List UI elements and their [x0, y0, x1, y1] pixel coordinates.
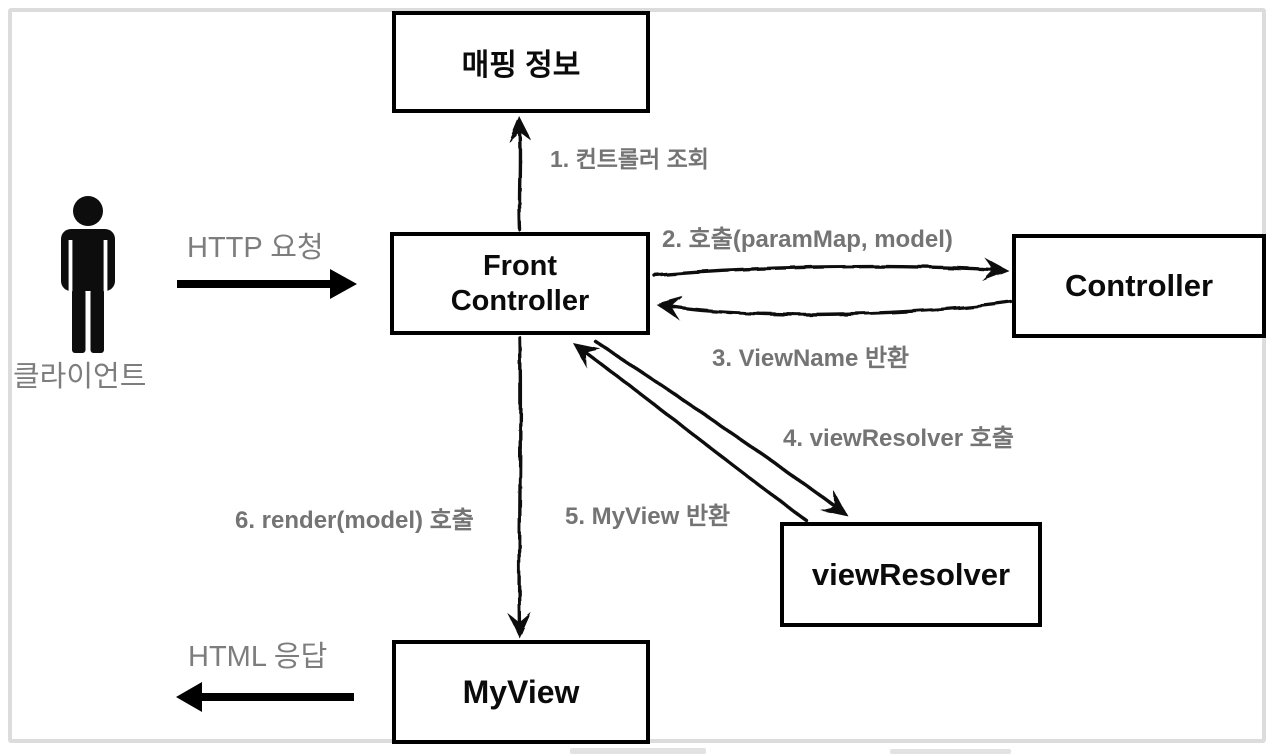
node-my-view-label: MyView [462, 673, 580, 710]
canvas-frame [8, 8, 1266, 743]
arrow-return-myview [572, 343, 809, 523]
person-icon [61, 196, 115, 353]
step-label-3: 3. ViewName 반환 [712, 345, 910, 372]
step-label-2: 2. 호출(paramMap, model) [662, 226, 953, 253]
step-label-1: 1. 컨트롤러 조회 [550, 146, 709, 172]
step-label-6: 6. render(model) 호출 [235, 507, 474, 534]
html-response-label: HTML 응답 [188, 641, 328, 673]
step-label-4: 4. viewResolver 호출 [783, 425, 1014, 452]
node-front-controller: Front Controller [390, 232, 650, 335]
node-view-resolver: viewResolver [780, 522, 1042, 627]
http-request-arrowhead [330, 269, 357, 299]
node-controller-label: Controller [1064, 268, 1214, 303]
arrow-return-viewname [656, 296, 1013, 321]
html-response-arrowhead [176, 682, 202, 712]
node-front-controller-label: Front Controller [450, 249, 590, 317]
http-request-label: HTTP 요청 [187, 232, 324, 264]
arrow-render-model [507, 336, 532, 639]
partial-element-bar [570, 748, 706, 754]
node-mapping-info-label: 매핑 정보 [461, 49, 581, 82]
step-label-5: 5. MyView 반환 [565, 503, 731, 530]
arrow-call-viewresolver [594, 340, 849, 516]
partial-element-bar [890, 749, 1011, 754]
arrow-lookup-controller [508, 116, 533, 232]
node-view-resolver-label: viewResolver [811, 556, 1011, 592]
node-my-view: MyView [392, 640, 650, 744]
node-controller: Controller [1012, 234, 1266, 338]
arrow-call-controller [652, 257, 1009, 282]
node-mapping-info: 매핑 정보 [392, 11, 650, 113]
client-label: 클라이언트 [13, 361, 147, 393]
